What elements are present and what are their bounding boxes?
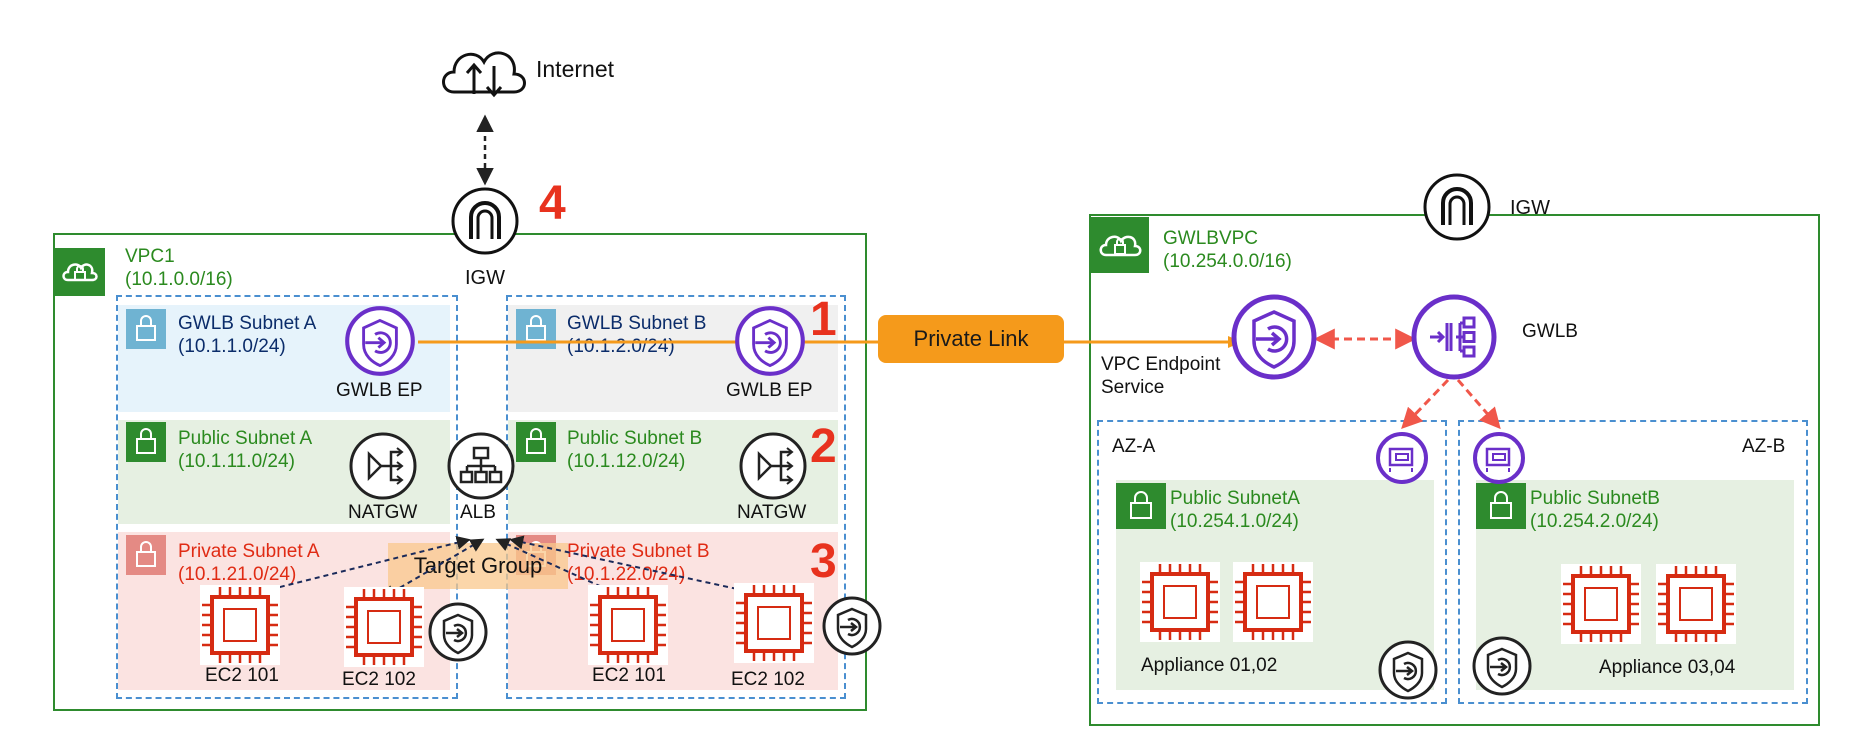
gwlbvpc-cloud-icon — [1091, 217, 1149, 273]
igw-vpc1-label: IGW — [465, 267, 505, 289]
nic-az-a-icon — [1376, 432, 1428, 484]
internet-cloud-icon — [442, 51, 526, 98]
ec2-a102-label: EC2 102 — [342, 669, 416, 690]
gwlbvpc-endpoint-b-icon — [1472, 636, 1532, 696]
gwlb-ep-b-icon — [737, 308, 803, 374]
gwlbvpc-az-a — [1097, 420, 1447, 704]
ec2-a101-label: EC2 101 — [205, 665, 279, 686]
gwlbvpc-label: GWLBVPC (10.254.0.0/16) — [1163, 228, 1292, 272]
vpc-endpoint-service-icon — [1234, 297, 1314, 377]
gwlb-label: GWLB — [1522, 321, 1578, 342]
step-2-badge: 2 — [810, 420, 837, 473]
gwlbvpc-az-b — [1458, 420, 1808, 704]
natgw-b-icon — [739, 432, 807, 500]
gwlb-subnet-a-label: GWLB Subnet A (10.1.1.0/24) — [178, 313, 317, 357]
az-b-label: AZ-B — [1742, 436, 1786, 457]
nic-az-b-icon — [1473, 432, 1525, 484]
alb-label: ALB — [460, 502, 496, 523]
vpc-endpoint-b-icon — [822, 596, 882, 656]
natgw-a-icon — [349, 432, 417, 500]
public-subnet-a-gwlbvpc-label: Public SubnetA (10.254.1.0/24) — [1170, 488, 1300, 532]
appliance-03-icon — [1561, 564, 1641, 644]
ec2-a102-icon — [344, 587, 424, 667]
gwlb-az-b-connector — [1456, 379, 1501, 430]
az-a-label: AZ-A — [1112, 436, 1156, 457]
public-subnet-b-label: Public Subnet B (10.1.12.0/24) — [567, 428, 703, 472]
gwlb-icon — [1411, 294, 1497, 380]
igw-gwlbvpc-label: IGW — [1510, 197, 1550, 219]
public-subnet-b-gwlbvpc-lock-icon — [1476, 483, 1526, 529]
public-subnet-a-label: Public Subnet A (10.1.11.0/24) — [178, 428, 313, 472]
appliance-a-label: Appliance 01,02 — [1141, 655, 1278, 676]
step-4-badge: 4 — [539, 177, 566, 230]
gwlb-ep-a-label: GWLB EP — [336, 380, 423, 401]
gwlb-ep-a-icon — [347, 308, 413, 374]
igw-gwlbvpc-icon — [1423, 173, 1491, 241]
alb-icon — [447, 432, 515, 500]
vpc-endpoint-service-label: VPC Endpoint Service — [1101, 354, 1221, 398]
step-3-badge: 3 — [810, 535, 837, 588]
ec2-a101-icon — [200, 585, 280, 665]
vpc-endpoint-a-icon — [428, 602, 488, 662]
gwlb-az-a-connector — [1401, 378, 1450, 430]
appliance-04-icon — [1656, 564, 1736, 644]
ec2-b102-icon — [734, 583, 814, 663]
public-subnet-b-lock-icon — [516, 422, 556, 462]
natgw-a-label: NATGW — [348, 502, 418, 523]
internet-label: Internet — [536, 56, 614, 82]
private-subnet-a-lock-icon — [126, 535, 166, 575]
ec2-b102-label: EC2 102 — [731, 669, 805, 690]
vpc1-az-b — [506, 295, 846, 699]
public-subnet-a-lock-icon — [126, 422, 166, 462]
appliance-02-icon — [1233, 562, 1313, 642]
appliance-b-label: Appliance 03,04 — [1599, 657, 1736, 678]
public-subnet-b-gwlbvpc-label: Public SubnetB (10.254.2.0/24) — [1530, 488, 1660, 532]
private-link-badge: Private Link — [878, 315, 1064, 363]
appliance-01-icon — [1140, 562, 1220, 642]
ec2-b101-icon — [588, 585, 668, 665]
step-1-badge: 1 — [810, 293, 837, 346]
gwlbvpc-endpoint-a-icon — [1378, 640, 1438, 700]
vpc1-label: VPC1 (10.1.0.0/16) — [125, 246, 233, 290]
igw-vpc1-icon — [451, 187, 519, 255]
gwlb-ep-b-label: GWLB EP — [726, 380, 813, 401]
natgw-b-label: NATGW — [737, 502, 807, 523]
gwlb-subnet-a-lock-icon — [126, 309, 166, 349]
vpc1-cloud-icon — [55, 248, 105, 296]
public-subnet-a-gwlbvpc-lock-icon — [1116, 483, 1166, 529]
ec2-b101-label: EC2 101 — [592, 665, 666, 686]
vpc1-az-a — [116, 295, 458, 699]
